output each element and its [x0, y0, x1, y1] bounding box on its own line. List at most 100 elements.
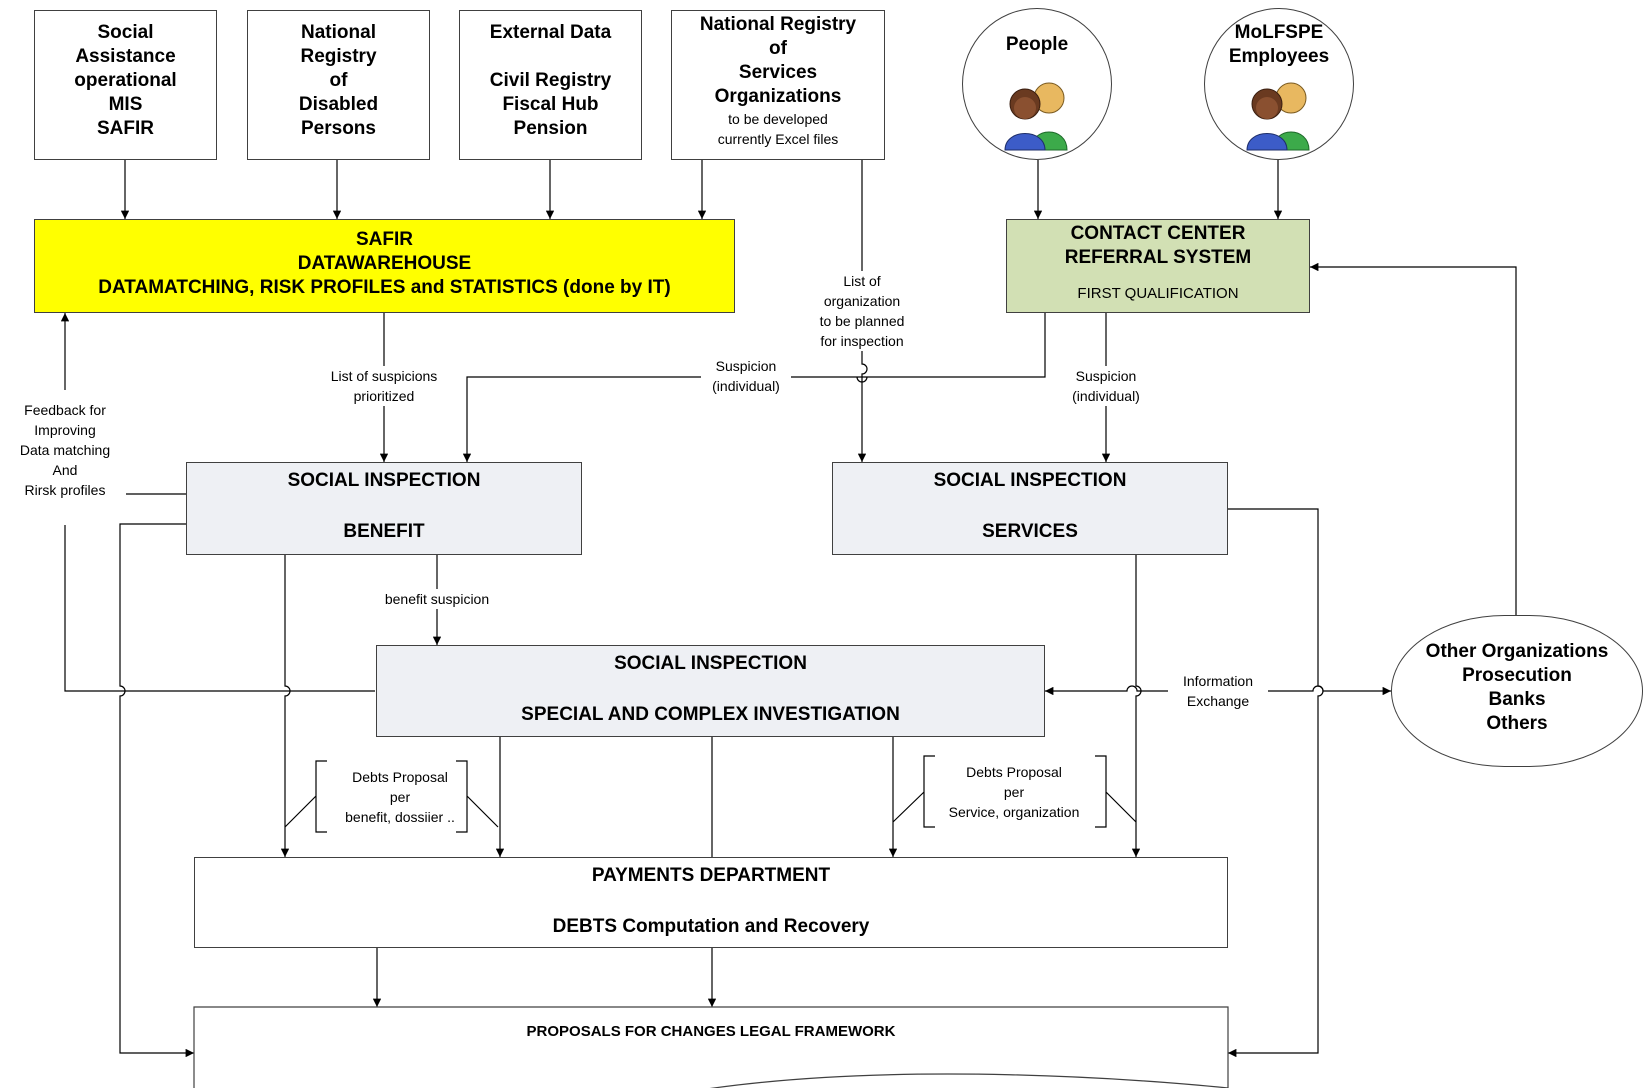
bracket-debts-service [892, 755, 1137, 828]
text-line: Exchange [1186, 693, 1250, 709]
arrow-benefit-to-proposals [119, 523, 194, 1058]
source-safir-mis: Social Assistance operational MIS SAFIR [34, 10, 217, 160]
text-line: Debts Proposal [966, 764, 1062, 780]
text-line: PROPOSALS FOR CHANGES LEGAL FRAMEWORK [526, 1023, 896, 1040]
text-line: per [389, 789, 411, 805]
inspection-special-box: SOCIAL INSPECTION SPECIAL AND COMPLEX IN… [376, 645, 1045, 737]
arrow-services-to-proposals [1228, 508, 1324, 1058]
text-line: operational [74, 70, 177, 91]
text-line: Data matching [19, 442, 111, 458]
employees-icon [1246, 82, 1310, 151]
text-line: Suspicion [715, 358, 777, 374]
text-line: Registry [300, 46, 377, 67]
datawarehouse-box: SAFIR DATAWAREHOUSE DATAMATCHING, RISK P… [34, 219, 735, 313]
text-line: Others [1486, 713, 1548, 734]
text-line: Debts Proposal [352, 769, 448, 785]
text-line: Banks [1488, 689, 1546, 710]
text-line: Improving [34, 422, 96, 438]
text-line: per [1003, 784, 1025, 800]
arrow-org-list [857, 160, 868, 462]
source-disabled-registry: National Registry of Disabled Persons [247, 10, 430, 160]
arrow-services-to-payments [1131, 555, 1142, 857]
text-line: Services [738, 62, 818, 83]
arrow-benefit-to-payments [280, 555, 291, 857]
text-line: Disabled [298, 94, 379, 115]
people-icon [1004, 82, 1068, 151]
text-line: of [329, 70, 348, 91]
arrow-feedback [64, 525, 375, 692]
label-org-list: List of organization to be planned for i… [803, 271, 921, 351]
text-line: Social [97, 22, 154, 43]
source-external-data: External Data Civil Registry Fiscal Hub … [459, 10, 642, 160]
employees-oval: MoLFSPE Employees [1204, 8, 1354, 160]
text-line: Persons [301, 118, 376, 139]
bracket-debts-benefit [284, 760, 499, 833]
label-suspicion-right: Suspicion (individual) [1061, 366, 1151, 406]
text-line: (individual) [1072, 388, 1140, 404]
people-oval: People [962, 8, 1112, 160]
inspection-benefit-box: SOCIAL INSPECTION BENEFIT [186, 462, 582, 555]
text-line: DATAMATCHING, RISK PROFILES and STATISTI… [98, 277, 671, 298]
text-line: benefit, dossiier .. [345, 809, 455, 825]
text-line: currently Excel files [717, 131, 839, 147]
text-line: benefit suspicion [384, 591, 490, 607]
text-line: Other Organizations [1425, 641, 1609, 662]
text-line: DEBTS Computation and Recovery [552, 916, 870, 937]
contact-center-box: CONTACT CENTER REFERRAL SYSTEM FIRST QUA… [1006, 219, 1310, 313]
label-debts-benefit: Debts Proposal per benefit, dossiier .. [330, 767, 470, 827]
text-line: And [52, 462, 78, 478]
text-line: Civil Registry [489, 70, 612, 91]
label-suspicion-left: Suspicion (individual) [701, 356, 791, 396]
text-line: SOCIAL INSPECTION [614, 653, 807, 674]
text-line: (individual) [712, 378, 780, 394]
proposals-box: PROPOSALS FOR CHANGES LEGAL FRAMEWORK [194, 1020, 1228, 1050]
payments-box: PAYMENTS DEPARTMENT DEBTS Computation an… [194, 857, 1228, 948]
text-line: Employees [1228, 46, 1330, 67]
text-line: Pension [513, 118, 588, 139]
text-line: CONTACT CENTER [1070, 223, 1246, 244]
text-line: FIRST QUALIFICATION [1077, 285, 1239, 302]
text-line: Prosecution [1462, 665, 1572, 686]
text-line: to be planned [819, 313, 905, 329]
text-line: Feedback for [24, 402, 106, 418]
text-line: PAYMENTS DEPARTMENT [591, 865, 831, 886]
other-organizations-oval: Other Organizations Prosecution Banks Ot… [1391, 615, 1643, 767]
text-line: Suspicion [1075, 368, 1137, 384]
text-line: REFERRAL SYSTEM [1064, 247, 1252, 268]
text-line: SERVICES [982, 521, 1078, 542]
label-info-exchange: Information Exchange [1168, 671, 1268, 711]
label-benefit-suspicion: benefit suspicion [370, 589, 504, 609]
text-line: SAFIR [356, 229, 413, 250]
text-line [460, 45, 641, 69]
text-line: SOCIAL INSPECTION [933, 470, 1127, 491]
text-line: of [769, 38, 787, 59]
arrow-cc-to-benefit [462, 313, 1046, 462]
text-line: People [1005, 34, 1069, 55]
text-line: to be developed [728, 111, 828, 127]
text-line: BENEFIT [343, 521, 425, 542]
text-line: SOCIAL INSPECTION [287, 470, 481, 491]
text-line: Service, organization [948, 804, 1080, 820]
text-line: Organizations [714, 86, 842, 107]
text-line: MoLFSPE [1234, 22, 1324, 43]
text-line: organization [823, 293, 901, 309]
label-suspicions-list: List of suspicions prioritized [309, 366, 459, 406]
inspection-services-box: SOCIAL INSPECTION SERVICES [832, 462, 1228, 555]
text-line: SPECIAL AND COMPLEX INVESTIGATION [521, 704, 900, 725]
text-line: Rirsk profiles [24, 482, 106, 498]
text-line: MIS [108, 94, 143, 115]
text-line: Fiscal Hub [502, 94, 599, 115]
text-line: List of suspicions [330, 368, 438, 384]
text-line: National [301, 22, 376, 43]
arrow-others-to-cc [1310, 262, 1517, 615]
text-line: SAFIR [97, 118, 154, 139]
text-line: prioritized [353, 388, 415, 404]
source-services-registry: National Registry of Services Organizati… [671, 10, 885, 160]
label-feedback: Feedback for Improving Data matching And… [4, 400, 126, 500]
proposals-document-shape [193, 1006, 1229, 1088]
text-line: Assistance [75, 46, 176, 67]
text-line: External Data [489, 22, 612, 43]
text-line: DATAWAREHOUSE [297, 253, 472, 274]
text-line: for inspection [820, 333, 904, 349]
